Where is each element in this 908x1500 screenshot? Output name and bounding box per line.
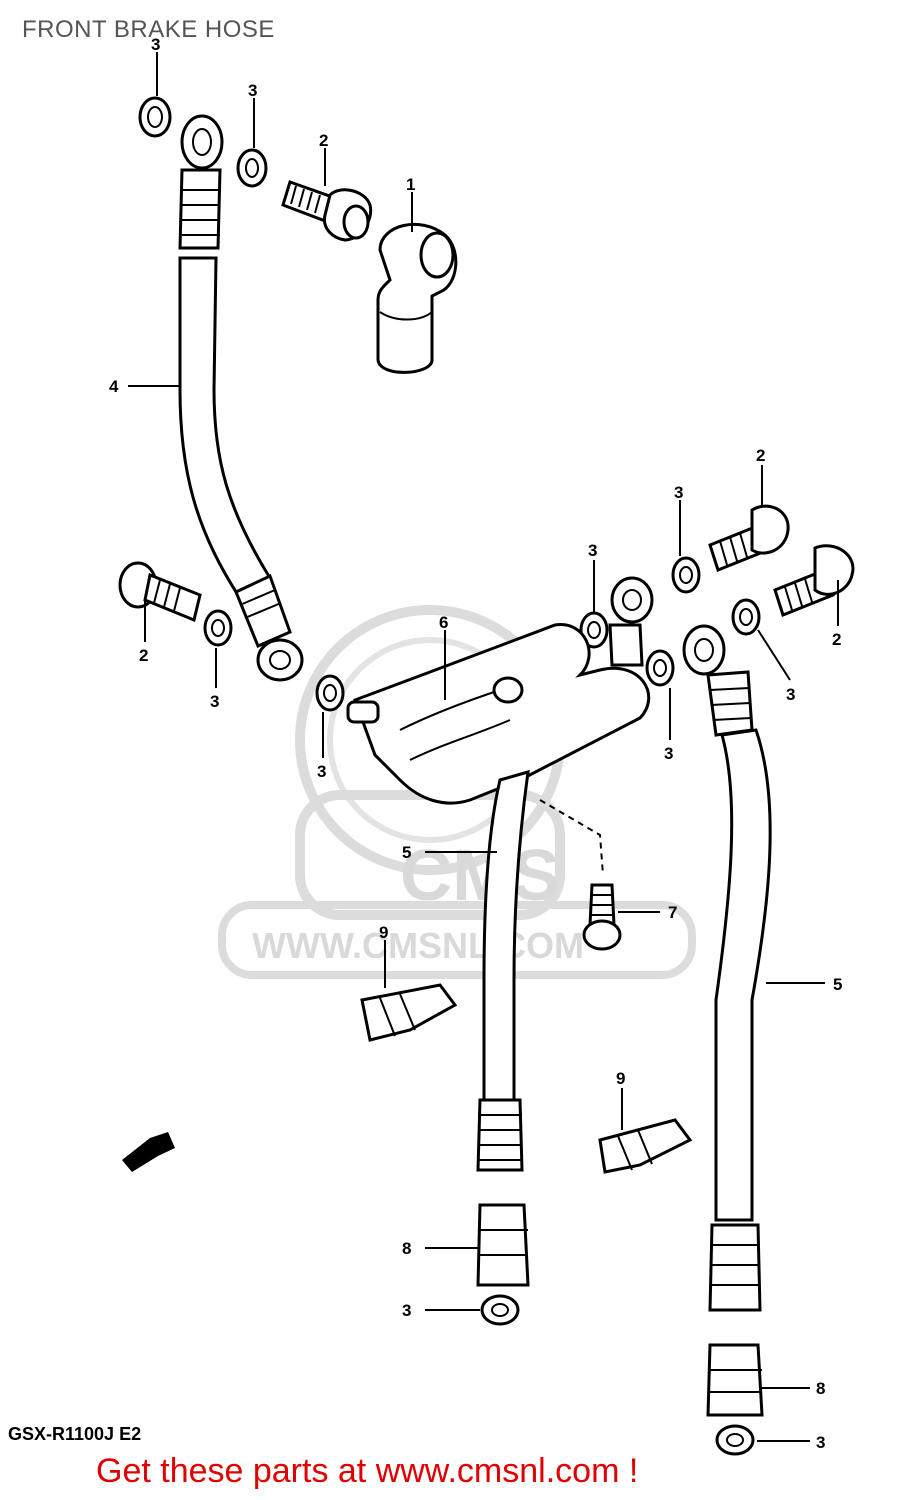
part-2-banjo-bolt-left — [118, 561, 202, 623]
part-3-washer-mid — [315, 674, 345, 712]
part-9-clamp-right — [598, 1118, 693, 1174]
part-8-fitting-left — [476, 1203, 530, 1287]
part-3-washer-right2 — [645, 649, 675, 687]
callout-8-left: 8 — [402, 1239, 411, 1258]
callout-2-right1: 2 — [756, 446, 765, 465]
callout-3-a: 3 — [248, 81, 257, 100]
callout-3-left: 3 — [210, 692, 219, 711]
callout-labels: 3 3 2 1 4 2 3 3 6 3 3 2 2 3 3 5 7 9 9 5 … — [109, 35, 842, 1452]
callout-7: 7 — [668, 903, 677, 922]
callout-leader-lines — [128, 52, 839, 1442]
cms-watermark-logo: CMS WWW.CMSNL.COM — [218, 605, 696, 979]
part-5-left-hose — [476, 769, 530, 1172]
callout-4: 4 — [109, 377, 119, 396]
part-2-banjo-bolt-right2 — [773, 544, 855, 617]
model-code: GSX-R1100J E2 — [8, 1424, 142, 1444]
part-6-hose-joint — [346, 576, 654, 805]
part-3-washer-a — [236, 148, 268, 188]
part-3-washer-centre — [579, 611, 609, 649]
watermark-logo-text: CMS — [400, 836, 560, 916]
callout-3-bottom-right: 3 — [816, 1433, 825, 1452]
cmsnl-link[interactable]: Get these parts at www.cmsnl.com ! — [96, 1452, 639, 1490]
part-3-washer-right3 — [731, 598, 761, 636]
callout-9-left: 9 — [379, 923, 388, 942]
callout-2-left: 2 — [139, 646, 148, 665]
part-3-washer-bottom-right — [715, 1424, 755, 1456]
watermark-url-text: WWW.CMSNL.COM — [252, 925, 584, 966]
part-2-banjo-bolt-top — [281, 180, 373, 242]
part-7-screw — [582, 883, 622, 951]
callout-2-right2: 2 — [832, 630, 841, 649]
callout-5-right: 5 — [833, 975, 842, 994]
front-direction-arrow-icon — [122, 1132, 175, 1172]
part-5-right-hose — [682, 624, 772, 1312]
part-3-washer-top — [138, 96, 172, 138]
part-1-elbow-fitting — [376, 222, 458, 374]
callout-6: 6 — [439, 613, 448, 632]
part-2-banjo-bolt-right1 — [708, 504, 790, 572]
callout-3-bottom-left: 3 — [402, 1301, 411, 1320]
part-3-washer-bottom-left — [480, 1294, 520, 1326]
part-8-fitting-right — [706, 1343, 764, 1417]
callout-3-top: 3 — [151, 35, 160, 54]
callout-3-right2: 3 — [786, 685, 795, 704]
part-9-clamp-left — [360, 983, 458, 1042]
callout-8-right: 8 — [816, 1379, 825, 1398]
part-4-upper-hose — [178, 114, 304, 682]
part-3-washer-left — [203, 609, 233, 647]
callout-9-right: 9 — [616, 1069, 625, 1088]
page-title: FRONT BRAKE HOSE — [22, 16, 275, 43]
callout-2-top: 2 — [319, 131, 328, 150]
callout-1: 1 — [406, 175, 415, 194]
callout-3-right3: 3 — [664, 744, 673, 763]
callout-3-centre: 3 — [588, 541, 597, 560]
callout-5-left: 5 — [402, 843, 411, 862]
callout-3-mid: 3 — [317, 762, 326, 781]
callout-3-right1: 3 — [674, 483, 683, 502]
part-3-washer-right1 — [671, 556, 701, 594]
